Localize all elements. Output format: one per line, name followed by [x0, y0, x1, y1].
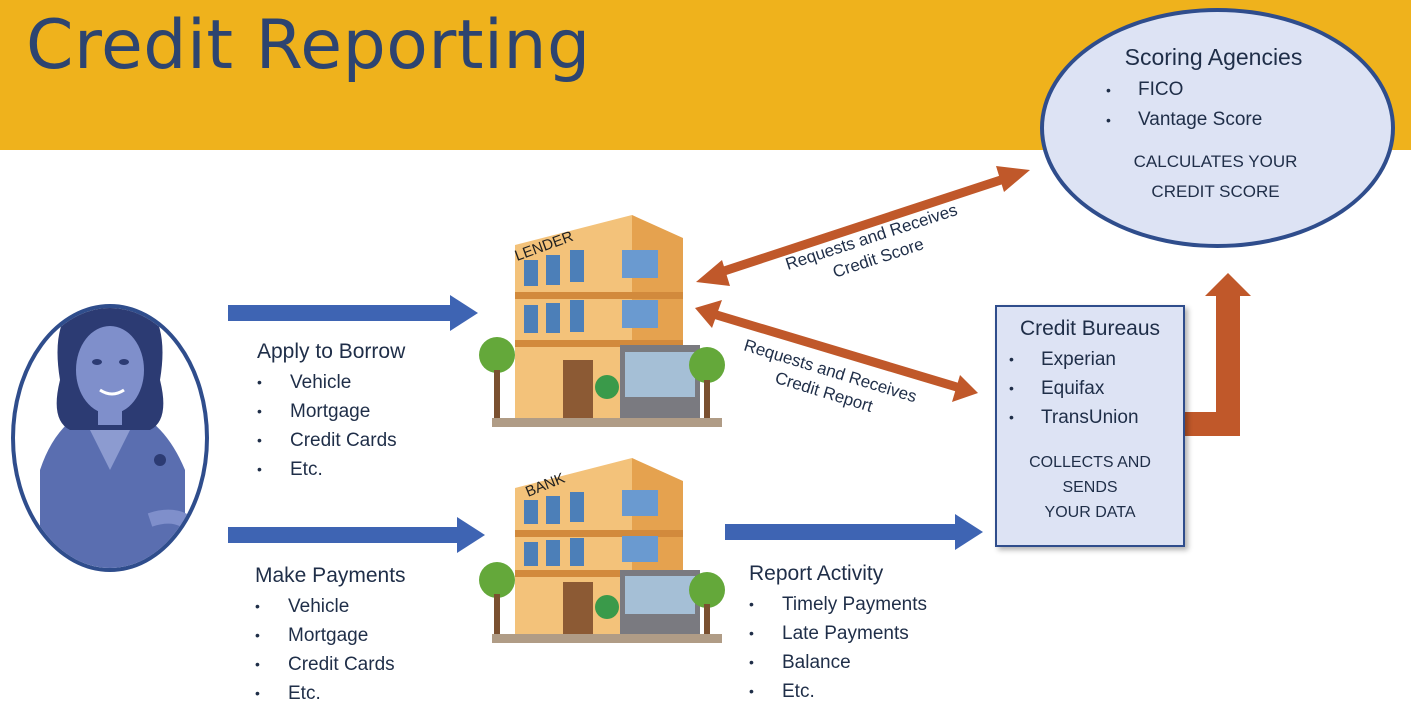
page-title: Credit Reporting — [26, 6, 591, 85]
credit-bureaus-box: Credit Bureaus Experian Equifax TransUni… — [995, 305, 1185, 547]
list-item: Credit Cards — [255, 650, 406, 679]
scoring-list: FICO Vantage Score — [1106, 75, 1395, 135]
lender-building: LENDER — [479, 215, 725, 427]
list-item: Experian — [1009, 345, 1183, 374]
list-item: FICO — [1106, 75, 1395, 105]
bureaus-note-line1: COLLECTS AND — [1029, 454, 1151, 471]
bureaus-note-line3: YOUR DATA — [1044, 504, 1136, 521]
list-item: Etc. — [749, 677, 927, 706]
bank-building: BANK — [479, 458, 725, 643]
list-item: Mortgage — [255, 621, 406, 650]
arrow-apply — [228, 295, 478, 331]
scoring-note: CALCULATES YOUR CREDIT SCORE — [1036, 147, 1395, 207]
apply-block: Apply to Borrow Vehicle Mortgage Credit … — [257, 340, 405, 484]
apply-list: Vehicle Mortgage Credit Cards Etc. — [257, 368, 405, 484]
arrow-credit-score — [696, 166, 1030, 286]
arrow-payments — [228, 517, 485, 553]
list-item: Timely Payments — [749, 590, 927, 619]
person-portrait — [11, 304, 209, 572]
list-item: Vantage Score — [1106, 105, 1395, 135]
payments-list: Vehicle Mortgage Credit Cards Etc. — [255, 592, 406, 708]
report-block: Report Activity Timely Payments Late Pay… — [749, 562, 927, 706]
bureaus-note-line2: SENDS — [1062, 479, 1118, 496]
bureaus-heading: Credit Bureaus — [1019, 317, 1161, 340]
bureaus-note: COLLECTS AND SENDS YOUR DATA — [997, 450, 1183, 525]
list-item: Etc. — [255, 679, 406, 708]
arrow-bureau-to-agency — [1185, 273, 1251, 436]
payments-block: Make Payments Vehicle Mortgage Credit Ca… — [255, 564, 406, 708]
arrow-credit-report — [695, 300, 978, 402]
list-item: Etc. — [257, 455, 405, 484]
list-item: Vehicle — [255, 592, 406, 621]
scoring-note-line2: CREDIT SCORE — [1151, 182, 1280, 201]
report-heading: Report Activity — [749, 562, 884, 585]
payments-heading: Make Payments — [255, 564, 406, 587]
bureaus-list: Experian Equifax TransUnion — [1009, 345, 1183, 432]
list-item: Equifax — [1009, 374, 1183, 403]
list-item: Late Payments — [749, 619, 927, 648]
scoring-agencies-text: Scoring Agencies FICO Vantage Score CALC… — [1040, 44, 1395, 207]
apply-heading: Apply to Borrow — [257, 340, 406, 363]
scoring-heading: Scoring Agencies — [1124, 44, 1303, 70]
list-item: TransUnion — [1009, 403, 1183, 432]
list-item: Credit Cards — [257, 426, 405, 455]
scoring-note-line1: CALCULATES YOUR — [1133, 152, 1298, 171]
report-list: Timely Payments Late Payments Balance Et… — [749, 590, 927, 706]
list-item: Vehicle — [257, 368, 405, 397]
list-item: Balance — [749, 648, 927, 677]
arrow-report — [725, 514, 983, 550]
list-item: Mortgage — [257, 397, 405, 426]
